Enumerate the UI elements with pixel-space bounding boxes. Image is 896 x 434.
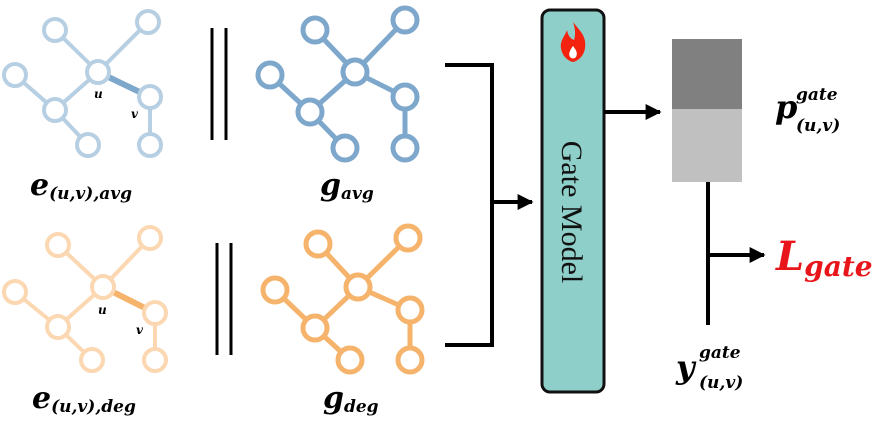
concat-symbol-top bbox=[210, 28, 228, 140]
edge-graph-avg bbox=[2, 9, 163, 158]
node-v-label-avg: v bbox=[131, 107, 139, 121]
p-gate-label: p bbox=[775, 88, 797, 126]
graph-avg-label: gavg bbox=[320, 168, 374, 204]
gate-model-block bbox=[540, 8, 606, 394]
graph-deg bbox=[260, 223, 425, 375]
edge-deg-label: e(u,v),deg bbox=[32, 381, 136, 417]
node-v-label-deg: v bbox=[136, 323, 144, 337]
edge-avg-label: e(u,v),avg bbox=[30, 168, 132, 204]
merge-bracket bbox=[445, 63, 534, 347]
node-u-label-deg: u bbox=[98, 303, 107, 317]
p-gate-sup: gate bbox=[796, 85, 838, 105]
graph-deg-label: gdeg bbox=[323, 381, 379, 417]
prob-bar-bottom bbox=[672, 109, 742, 182]
p-gate-sub: (u,v) bbox=[796, 116, 840, 136]
graph-avg bbox=[255, 5, 420, 163]
concat-symbol-bottom bbox=[215, 243, 233, 355]
flame-icon bbox=[560, 22, 586, 62]
y-gate-sup: gate bbox=[699, 343, 741, 363]
y-gate-label: y bbox=[675, 348, 697, 386]
edge-graph-deg bbox=[2, 225, 168, 373]
prob-bar-top bbox=[672, 39, 742, 109]
loss-label: Lgate bbox=[775, 233, 873, 283]
y-gate-sub: (u,v) bbox=[699, 373, 743, 393]
node-u-label-avg: u bbox=[94, 87, 103, 101]
gate-model-label: Gate Model bbox=[555, 141, 588, 283]
